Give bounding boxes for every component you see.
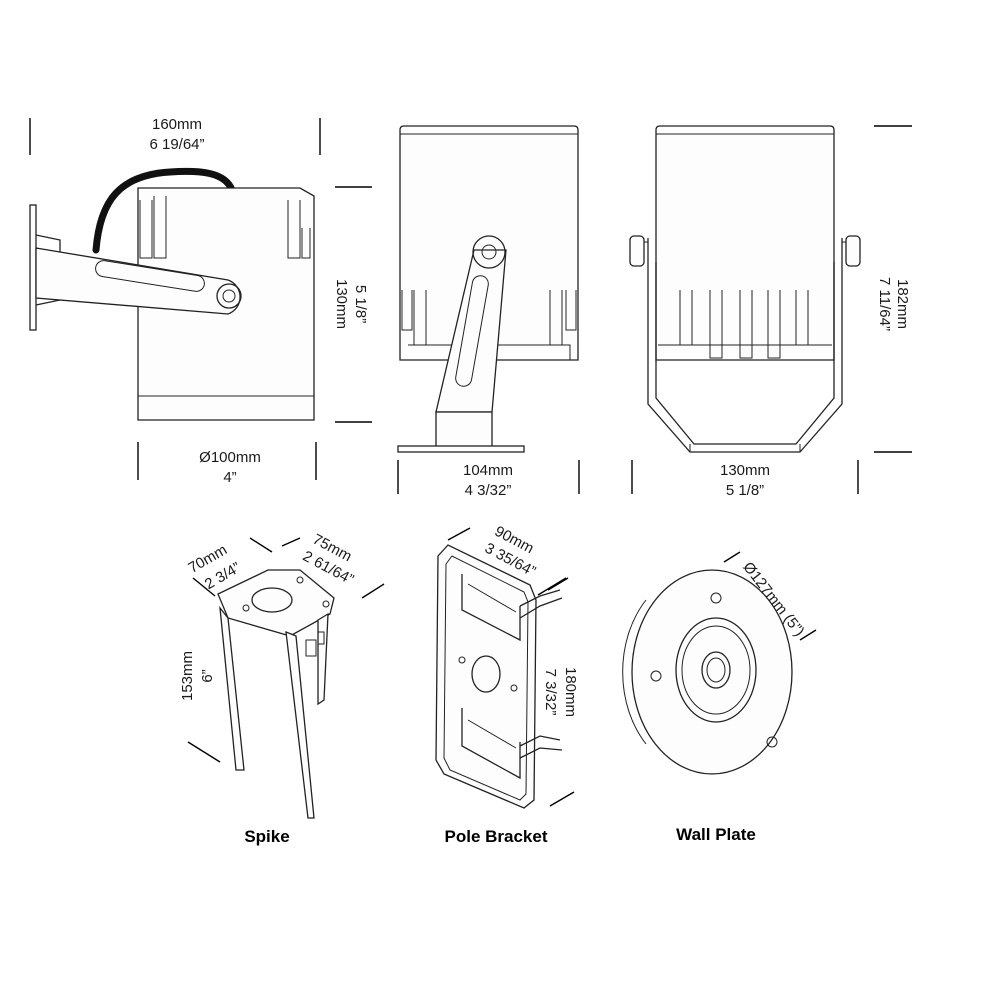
side-fin — [139, 200, 153, 259]
wall-plate-boss — [675, 617, 757, 723]
rear-height-in: 7 11/64” — [876, 277, 893, 331]
rear-width-mm: 130mm — [720, 462, 770, 479]
pole-bracket-caption: Pole Bracket — [445, 827, 548, 846]
front-pivot-bolt — [481, 244, 497, 260]
pole-height-in: 7 3/32” — [542, 669, 559, 716]
side-fin — [301, 228, 311, 259]
rear-slot — [709, 290, 723, 359]
wall-plate-mount-hole — [710, 592, 722, 604]
pole-center-hole — [471, 655, 501, 693]
spike-screw-hole — [296, 576, 304, 584]
pole-lower-strap — [519, 735, 561, 747]
rear-view: 182mm 7 11/64” 130mm 5 1/8” — [629, 125, 912, 499]
front-width-mm: 104mm — [463, 462, 513, 479]
dim-tick — [549, 791, 575, 807]
side-pivot-knob — [216, 283, 242, 309]
side-height-mm: 130mm — [333, 279, 350, 329]
rear-fixture-body — [655, 125, 835, 361]
side-fin — [287, 200, 301, 259]
pole-bracket-rim — [443, 555, 529, 801]
front-fin — [401, 290, 413, 331]
side-diameter-mm: Ø100mm — [199, 449, 261, 466]
front-pivot-knob — [472, 235, 506, 269]
front-fin — [565, 290, 577, 331]
front-width-in: 4 3/32” — [465, 482, 512, 499]
dim-tick — [187, 741, 221, 763]
dim-tick — [447, 527, 471, 541]
rear-right-knob — [845, 235, 861, 267]
rear-slot — [767, 290, 781, 359]
front-mount-block — [435, 411, 493, 449]
dim-tick — [547, 577, 569, 591]
dim-tick — [249, 537, 273, 553]
wall-plate-boss-ring — [681, 625, 751, 715]
spike-drawing: 70mm 2 3/4” 75mm 2 61/64” 153mm 6” Spike — [179, 531, 385, 846]
pole-clamp-edge — [467, 583, 517, 613]
pole-upper-clamp — [461, 574, 521, 642]
front-fixture-body — [399, 125, 579, 361]
rear-left-knob — [629, 235, 645, 267]
pole-lower-clamp — [461, 708, 521, 780]
dim-tick — [192, 577, 216, 597]
pole-lower-strap — [519, 747, 563, 759]
spike-clip — [305, 639, 317, 657]
wall-plate-caption: Wall Plate — [676, 825, 756, 844]
side-view: 160mm 6 19/64” 130mm 5 1/8” Ø100mm 4” — [29, 116, 372, 486]
pole-upper-strap — [519, 589, 561, 607]
spike-center-hole — [251, 587, 293, 613]
rear-yoke-inner — [655, 262, 835, 445]
spike-clip — [317, 631, 325, 645]
side-arm — [35, 247, 241, 315]
spike-caption: Spike — [244, 827, 289, 846]
wall-plate-center-hole — [701, 651, 731, 689]
dim-tick — [537, 577, 567, 596]
spike-screw-hole — [242, 604, 250, 612]
front-view: 104mm 4 3/32” — [397, 125, 580, 499]
wall-plate-drawing: Ø127mm (5”) Wall Plate — [622, 551, 817, 844]
wall-plate-mount-hole — [650, 670, 662, 682]
wall-plate-mount-hole — [766, 736, 778, 748]
dim-tick — [723, 551, 741, 563]
dim-tick — [281, 537, 301, 547]
wall-plate-center-bore — [706, 657, 726, 683]
rear-width-in: 5 1/8” — [726, 482, 764, 499]
spike-height-mm: 153mm — [179, 651, 196, 701]
side-arm-slot — [95, 260, 205, 292]
pole-bracket-drawing: 90mm 3 35/64” 180mm 7 3/32” Pole Bracket — [435, 523, 579, 846]
front-base-plate — [397, 445, 525, 453]
pole-upper-strap — [519, 597, 563, 619]
side-width-in: 6 19/64” — [149, 136, 204, 153]
spike-height-in: 6” — [199, 669, 216, 682]
side-diameter-in: 4” — [223, 469, 236, 486]
spike-leg-left — [219, 605, 245, 771]
pole-screw-hole — [458, 656, 466, 664]
spike-leg-right — [317, 612, 329, 706]
pole-screw-hole — [510, 684, 518, 692]
dim-tick — [799, 629, 817, 641]
pole-bracket-plate — [435, 544, 537, 809]
pole-height-mm: 180mm — [562, 667, 579, 717]
rear-slot — [739, 290, 753, 359]
side-pivot-bolt — [222, 289, 236, 303]
spike-leg-front — [285, 630, 315, 819]
side-width-mm: 160mm — [152, 116, 202, 133]
dim-tick — [361, 583, 385, 599]
side-height-in: 5 1/8” — [352, 285, 369, 323]
front-arm-slot — [455, 275, 489, 387]
pole-clamp-edge — [467, 719, 517, 749]
spike-screw-hole — [322, 600, 330, 608]
spike-top-plate — [217, 569, 335, 637]
side-wall-plate — [29, 204, 37, 331]
power-cable — [92, 167, 236, 254]
rear-height-mm: 182mm — [894, 279, 911, 329]
side-fin — [153, 196, 167, 259]
wall-plate-disc — [631, 569, 793, 775]
wall-plate-edge — [622, 599, 647, 745]
rear-yoke-outer — [647, 238, 843, 453]
